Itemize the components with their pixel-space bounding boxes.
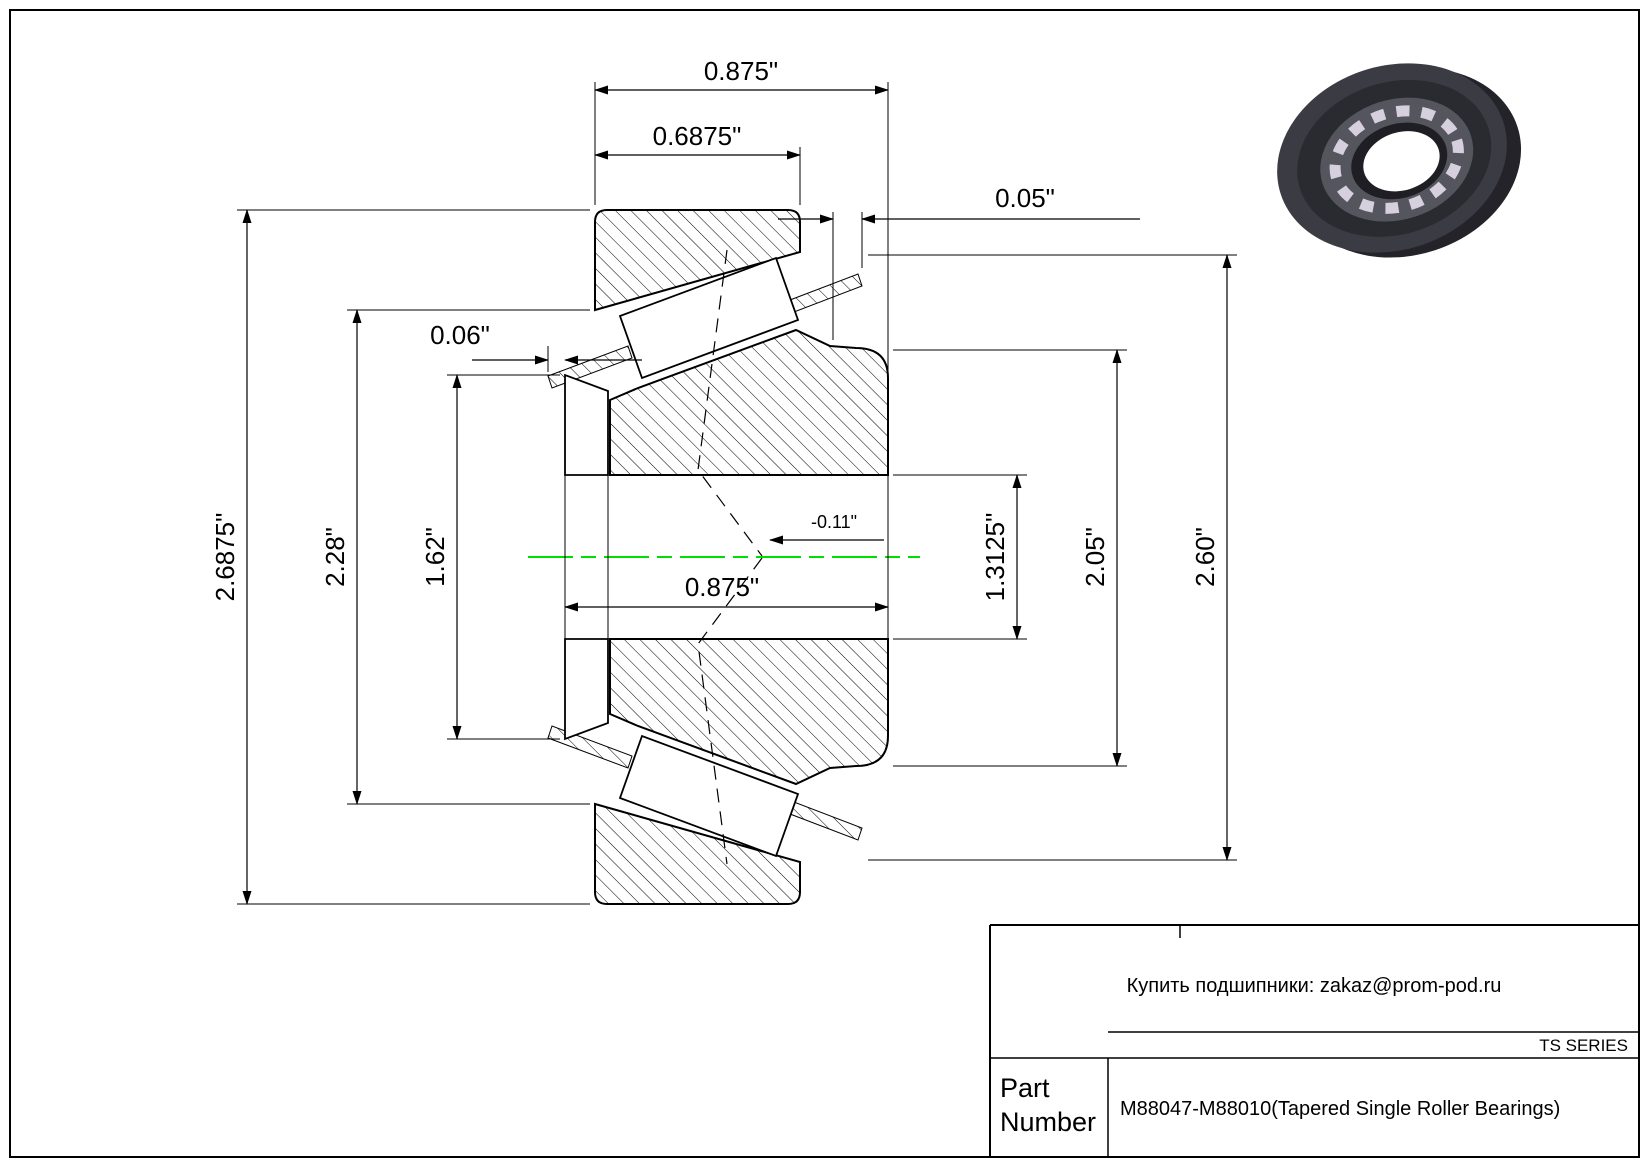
series-label: TS SERIES bbox=[1539, 1036, 1628, 1055]
bearing-3d-image bbox=[1277, 63, 1522, 258]
dim-effective-center-label: -0.11" bbox=[811, 512, 857, 532]
cage-strip-bottom-left bbox=[547, 725, 633, 769]
cone-front-face-bottom bbox=[564, 638, 609, 741]
dim-overall-width-label: 0.875" bbox=[704, 56, 778, 86]
dim-cone-back-rib-label: 2.05" bbox=[1080, 527, 1110, 587]
roller-axis-top bbox=[697, 249, 763, 557]
dim-bore-diameter-label: 1.3125" bbox=[980, 513, 1010, 602]
dim-stickout-left-label: 0.06" bbox=[430, 320, 490, 350]
dim-cone-front-rib-label: 1.62" bbox=[420, 527, 450, 587]
cage-strip-top-right bbox=[789, 273, 863, 313]
extension-lines bbox=[237, 82, 1237, 905]
supplier-contact-text: Купить подшипники: zakaz@prom-pod.ru bbox=[1127, 975, 1502, 997]
dim-outer-diameter-label: 2.6875" bbox=[210, 513, 240, 602]
cone-section-bottom bbox=[609, 638, 889, 786]
part-label-line2: Number bbox=[1000, 1107, 1096, 1137]
title-block: Купить подшипники: zakaz@prom-pod.ru TS … bbox=[989, 924, 1639, 1157]
cage-strip-bottom-right bbox=[789, 801, 863, 841]
dim-cup-front-face-label: 2.28" bbox=[320, 527, 350, 587]
cone-section-top bbox=[609, 328, 889, 476]
cup-section-bottom bbox=[594, 802, 801, 905]
roller-axis-bottom bbox=[697, 557, 763, 865]
dim-cone-width-label: 0.875" bbox=[685, 572, 759, 602]
sheet-border bbox=[9, 9, 1640, 1158]
bearing-cross-section bbox=[547, 209, 889, 905]
dim-stickout-right-label: 0.05" bbox=[995, 183, 1055, 213]
dim-cup-width-label: 0.6875" bbox=[653, 121, 742, 151]
cone-front-face-top bbox=[564, 373, 609, 476]
bearing-3d-bore-hole bbox=[1363, 131, 1440, 192]
dimension-lines bbox=[242, 85, 1232, 905]
cage-strip-top-left bbox=[547, 345, 633, 389]
part-label-line1: Part bbox=[1000, 1073, 1050, 1103]
part-number-text: M88047-M88010(Tapered Single Roller Bear… bbox=[1120, 1098, 1560, 1120]
dim-backing-shoulder-label: 2.60" bbox=[1190, 527, 1220, 587]
